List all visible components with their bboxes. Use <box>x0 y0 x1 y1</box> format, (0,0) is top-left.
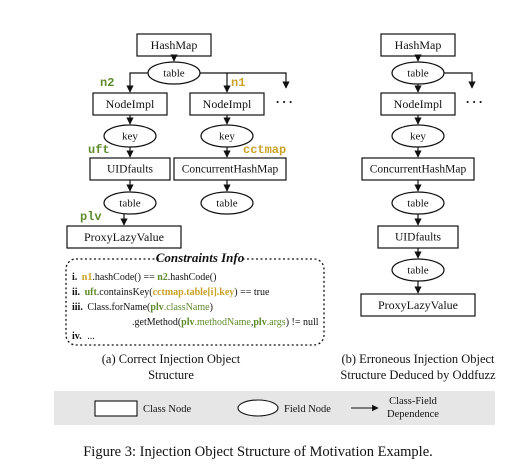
left-hashmap-label: HashMap <box>151 38 198 52</box>
left-nodeimpl-a-label: NodeImpl <box>106 97 155 111</box>
left-edge-table-nodeimpl-a <box>126 72 148 93</box>
constraint-line-1: i. n1.hashCode() == n2.hashCode() <box>72 272 216 283</box>
left-edge-table-nodeimpl-b <box>200 72 231 93</box>
right-more-ellipsis: . . . <box>466 91 482 106</box>
left-table-right-node <box>200 191 254 215</box>
left-edge-table-more <box>227 72 290 89</box>
legend-class-node-label: Class Node <box>143 404 191 415</box>
legend-dependence-label-2: Dependence <box>387 409 439 420</box>
left-concurrenthashmap-label: ConcurrentHashMap <box>182 164 279 176</box>
left-uidfaults-label: UIDfaults <box>107 164 154 176</box>
left-table-mid-label: table <box>119 198 140 210</box>
left-proxylazyvalue-label: ProxyLazyValue <box>84 230 164 244</box>
figure-caption: Figure 3: Injection Object Structure of … <box>83 444 433 460</box>
left-proxylazyvalue-node <box>66 225 182 249</box>
label-n2: n2 <box>100 76 114 90</box>
legend-class-node-swatch <box>94 400 138 417</box>
left-table-right-label: table <box>216 198 237 210</box>
right-concurrenthashmap-label: ConcurrentHashMap <box>370 164 467 176</box>
left-concurrenthashmap-node <box>173 157 287 181</box>
left-table-mid-node <box>103 191 157 215</box>
caption-right-line-1: (b) Erroneous Injection Object <box>341 352 495 366</box>
left-nodeimpl-b-label: NodeImpl <box>203 97 252 111</box>
legend-field-node-label: Field Node <box>284 404 331 415</box>
right-table-3-label: table <box>407 265 428 277</box>
right-table-2-label: table <box>407 198 428 210</box>
left-key-b-label: key <box>219 131 235 143</box>
right-nodeimpl-label: NodeImpl <box>394 97 443 111</box>
legend-dependence-label-1: Class-Field <box>389 396 438 407</box>
constraints-title: Constraints Info <box>156 250 245 265</box>
right-proxylazyvalue-node <box>360 293 476 317</box>
right-uidfaults-label: UIDfaults <box>395 232 442 244</box>
label-cctmap: cctmap <box>243 143 286 157</box>
right-edge-table-more <box>444 72 476 89</box>
right-key-label: key <box>410 131 426 143</box>
caption-left-line-1: (a) Correct Injection Object <box>102 352 241 366</box>
left-table-top-label: table <box>163 68 184 80</box>
legend-field-node-swatch <box>237 399 279 417</box>
left-key-a-label: key <box>122 131 138 143</box>
caption-right-line-2: Structure Deduced by Oddfuzz <box>340 368 496 382</box>
constraint-line-4: .getMethod(plv.methodName,plv.args) != n… <box>132 317 319 328</box>
caption-left-line-2: Structure <box>148 368 194 382</box>
right-table-1-label: table <box>407 68 428 80</box>
right-proxylazyvalue-label: ProxyLazyValue <box>378 298 458 312</box>
constraint-line-5: iv. ... <box>72 331 95 342</box>
label-uft: uft <box>88 143 110 157</box>
constraint-line-2: ii. uft.containsKey(cctmap.table[i].key)… <box>72 287 270 298</box>
label-n1: n1 <box>231 76 245 90</box>
right-hashmap-label: HashMap <box>395 38 442 52</box>
label-plv: plv <box>80 210 102 224</box>
constraint-line-3: iii. Class.forName(plv.className) <box>72 302 213 313</box>
left-more-ellipsis: . . . <box>276 91 292 106</box>
